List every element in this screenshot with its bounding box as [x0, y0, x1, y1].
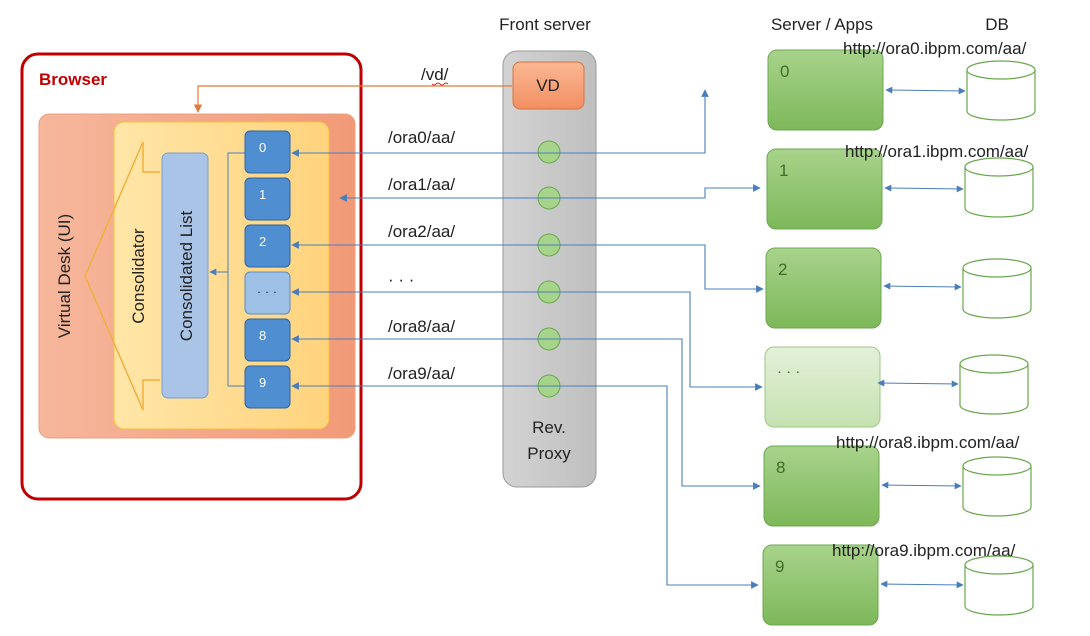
- header-front-server: Front server: [499, 15, 591, 34]
- server-label: 1: [779, 161, 788, 180]
- server-label: 8: [776, 458, 785, 477]
- browser-item-label: 2: [259, 234, 266, 249]
- browser-item-label: 9: [259, 375, 266, 390]
- connector-1: [339, 184, 761, 202]
- server-9: 9: [762, 544, 879, 626]
- vd-connector: [193, 85, 512, 113]
- rev-proxy-line2: Proxy: [527, 444, 571, 463]
- db-cylinder-8: [962, 456, 1032, 517]
- route-ora2: /ora2/aa/: [388, 222, 455, 241]
- db-link-ellipsis: [877, 379, 959, 388]
- rev-proxy-line1: Rev.: [532, 418, 566, 437]
- route-ellipsis: · · ·: [388, 270, 414, 289]
- header-db: DB: [985, 15, 1009, 34]
- server-2: 2: [765, 247, 882, 329]
- vd-spell-underline: [431, 82, 449, 86]
- db-cylinder-1: [964, 157, 1034, 218]
- db-link-0: [885, 86, 966, 95]
- browser-item-label: 8: [259, 328, 266, 343]
- server-ellipsis: · · ·: [764, 346, 881, 428]
- header-server-apps: Server / Apps: [771, 15, 873, 34]
- route-ora9: /ora9/aa/: [388, 364, 455, 383]
- route-ora0: /ora0/aa/: [388, 128, 455, 147]
- consolidator-label: Consolidator: [129, 228, 148, 324]
- browser-item-2: 2: [244, 224, 291, 268]
- server-label: 2: [778, 260, 787, 279]
- db-link-9: [880, 580, 964, 589]
- db-link-2: [883, 282, 962, 291]
- items-bracket: [227, 152, 245, 387]
- consolidated-list-label: Consolidated List: [177, 211, 196, 342]
- browser-item-label: 1: [259, 187, 266, 202]
- consolidator-arrow-shape: [84, 141, 160, 411]
- browser-item-label: · · ·: [257, 284, 277, 299]
- url-ora1: http://ora1.ibpm.com/aa/: [845, 142, 1029, 161]
- route-ora1: /ora1/aa/: [388, 175, 455, 194]
- browser-item-0: 0: [244, 130, 291, 174]
- url-ora9: http://ora9.ibpm.com/aa/: [832, 541, 1016, 560]
- server-0: 0: [767, 49, 884, 131]
- db-cylinder-9: [964, 555, 1034, 616]
- db-cylinder-2: [962, 258, 1032, 319]
- browser-item-8: 8: [244, 318, 291, 362]
- server-label: · · ·: [777, 363, 800, 380]
- browser-item-1: 1: [244, 177, 291, 221]
- route-ora8: /ora8/aa/: [388, 317, 455, 336]
- virtual-desk-label: Virtual Desk (UI): [55, 214, 74, 338]
- browser-title: Browser: [39, 70, 107, 89]
- db-cylinder-0: [966, 60, 1036, 121]
- proxy-node-0: [537, 140, 561, 164]
- server-label: 9: [775, 557, 784, 576]
- url-ora0: http://ora0.ibpm.com/aa/: [843, 39, 1027, 58]
- browser-item-9: 9: [244, 365, 291, 409]
- consolidated-list: [161, 152, 209, 399]
- server-1: 1: [766, 148, 883, 230]
- connector-0: [291, 89, 709, 157]
- connector-9: [291, 382, 759, 589]
- url-ora8: http://ora8.ibpm.com/aa/: [836, 433, 1020, 452]
- vd-label: VD: [536, 76, 560, 95]
- route-vd: /vd/: [421, 65, 449, 84]
- db-link-8: [881, 481, 962, 490]
- db-link-1: [884, 184, 964, 193]
- browser-item-label: 0: [259, 140, 266, 155]
- browser-item-ellipsis: · · ·: [244, 271, 291, 315]
- server-8: 8: [763, 445, 880, 527]
- server-label: 0: [780, 62, 789, 81]
- db-cylinder-ellipsis: [959, 354, 1029, 415]
